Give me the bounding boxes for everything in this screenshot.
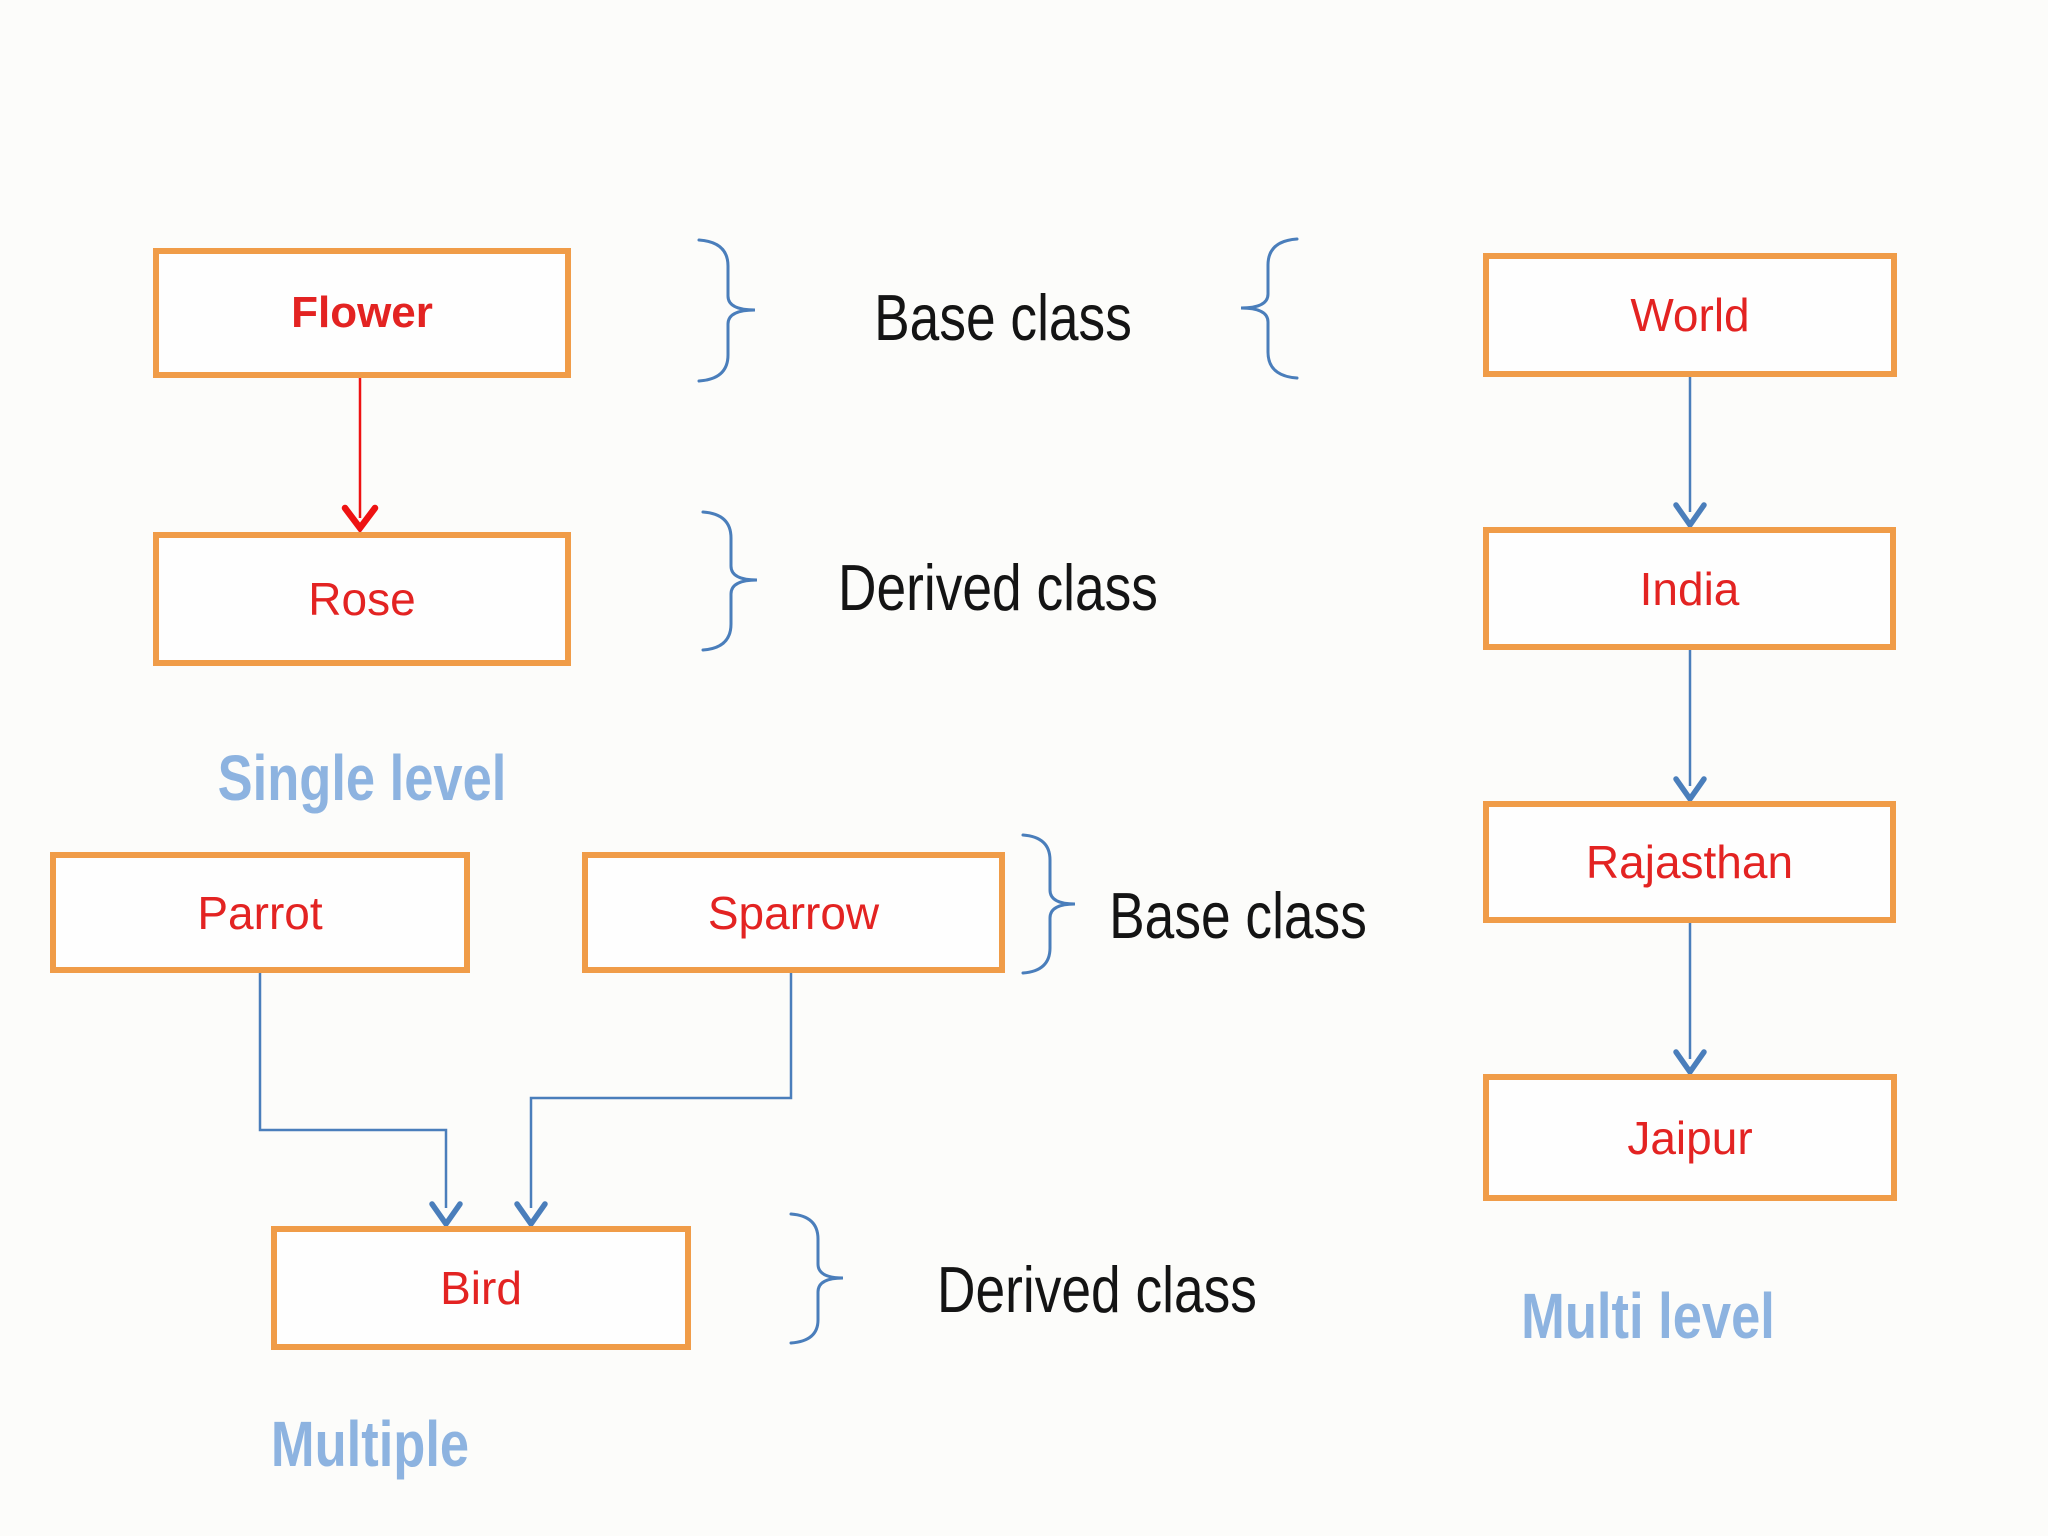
arrow-india-to-rajasthan xyxy=(1673,650,1707,804)
section-title-multi-level: Multi level xyxy=(1521,1280,1775,1352)
box-sparrow: Sparrow xyxy=(582,852,1005,973)
connector-sparrow-to-bird xyxy=(514,973,793,1229)
box-label: Rose xyxy=(308,573,416,625)
box-jaipur: Jaipur xyxy=(1483,1074,1897,1201)
box-flower: Flower xyxy=(153,248,571,378)
box-rajasthan: Rajasthan xyxy=(1483,801,1896,923)
arrow-rajasthan-to-jaipur xyxy=(1673,923,1707,1077)
label-derived-class-single: Derived class xyxy=(838,551,1158,624)
box-label: Flower xyxy=(291,288,433,337)
box-label: Bird xyxy=(440,1262,522,1314)
box-label: World xyxy=(1630,289,1750,341)
section-title-multiple: Multiple xyxy=(270,1408,470,1480)
box-label: Parrot xyxy=(197,886,323,939)
box-world: World xyxy=(1483,253,1897,377)
box-bird: Bird xyxy=(271,1226,691,1350)
brace-derived-class-single xyxy=(701,510,758,652)
section-title-single-level: Single level xyxy=(217,742,507,814)
brace-derived-class-multiple xyxy=(789,1212,844,1345)
label-derived-class-multiple: Derived class xyxy=(937,1253,1257,1326)
box-label: India xyxy=(1639,562,1740,615)
box-label: Sparrow xyxy=(707,886,880,939)
arrow-flower-to-rose xyxy=(341,378,379,534)
label-base-class-single: Base class xyxy=(874,281,1132,354)
label-base-class-multiple: Base class xyxy=(1109,879,1367,952)
brace-base-class-multiple xyxy=(1021,833,1076,975)
box-rose: Rose xyxy=(153,532,571,666)
connector-parrot-to-bird xyxy=(258,973,463,1229)
arrow-world-to-india xyxy=(1673,377,1707,530)
brace-base-class-left xyxy=(697,238,756,383)
brace-base-class-right xyxy=(1240,237,1299,380)
box-label: Rajasthan xyxy=(1585,836,1794,888)
box-parrot: Parrot xyxy=(50,852,470,973)
box-label: Jaipur xyxy=(1627,1111,1753,1164)
box-india: India xyxy=(1483,527,1896,650)
